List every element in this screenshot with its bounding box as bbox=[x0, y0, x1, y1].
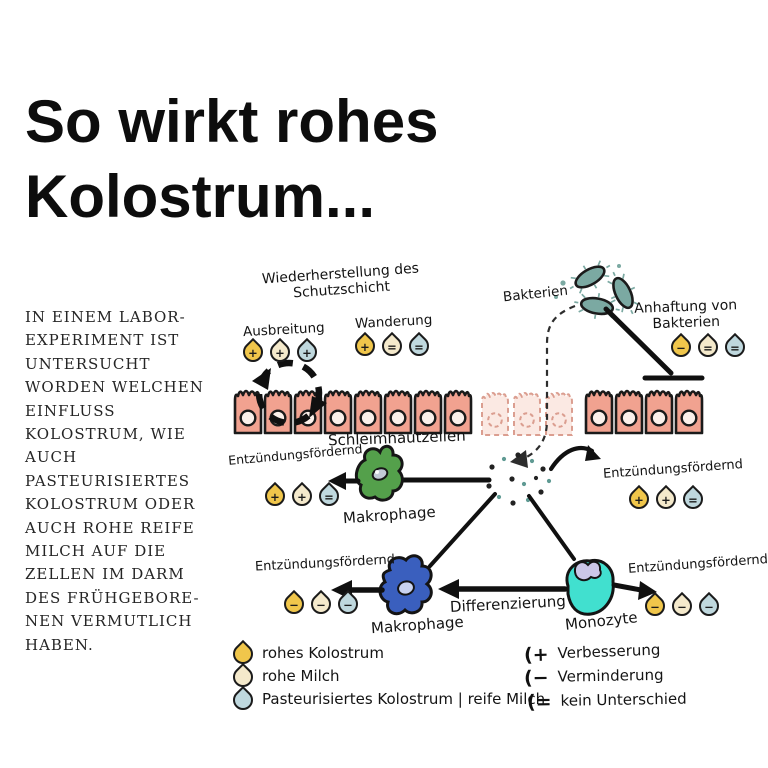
legend-label: rohe Milch bbox=[262, 667, 340, 686]
effect-drops-migration: + = = bbox=[350, 331, 434, 361]
curved-arrow-right bbox=[548, 445, 601, 472]
drop-pasteurized: = bbox=[678, 484, 708, 514]
drop-raw-milk: + bbox=[287, 481, 317, 511]
drop-pasteurized: + bbox=[292, 337, 322, 367]
label-adhesion: Anhaftung von Bakterien bbox=[634, 297, 738, 333]
drop-raw-colostrum: + bbox=[260, 481, 290, 511]
drop-raw-colostrum: + bbox=[624, 484, 654, 514]
drop-pasteurized: = bbox=[314, 481, 344, 511]
drop-pasteurized: = bbox=[720, 332, 750, 362]
bacteria-dot-cluster bbox=[486, 452, 552, 506]
legend-no-difference: (= kein Unterschied bbox=[526, 689, 687, 714]
drop-pasteurized: − bbox=[694, 591, 724, 621]
macrophage-top-icon bbox=[328, 444, 404, 502]
monocyte-icon bbox=[565, 558, 657, 616]
effect-drops-inflammation-bottom-left: − − − bbox=[279, 589, 363, 619]
drop-raw-milk: = bbox=[377, 331, 407, 361]
drop-raw-milk: + bbox=[651, 484, 681, 514]
legend-drop-blue bbox=[228, 685, 258, 715]
legend-raw-milk: rohe Milch bbox=[228, 662, 340, 692]
effect-drops-adhesion: − = = bbox=[666, 332, 750, 362]
drop-raw-colostrum: + bbox=[350, 331, 380, 361]
drop-raw-colostrum: − bbox=[279, 589, 309, 619]
bacteria-icons bbox=[554, 252, 646, 325]
intro-paragraph: IN EINEM LABOR- EXPERIMENT IST UNTERSUCH… bbox=[25, 308, 204, 654]
legend-label: rohes Kolostrum bbox=[262, 644, 384, 663]
bacteria-translocation-path bbox=[510, 304, 576, 468]
drop-raw-milk: + bbox=[265, 337, 295, 367]
legend-pasteurized: Pasteurisiertes Kolostrum | reife Milch bbox=[228, 685, 546, 715]
drop-pasteurized: = bbox=[404, 331, 434, 361]
plus-symbol: (+ bbox=[523, 643, 550, 667]
minus-symbol: (− bbox=[523, 666, 549, 690]
connection-lines bbox=[395, 477, 576, 568]
legend-label: kein Unterschied bbox=[560, 689, 687, 711]
drop-raw-colostrum: − bbox=[666, 332, 696, 362]
mucosa-cell-row bbox=[233, 389, 704, 436]
page-title-line2: Kolostrum... bbox=[25, 163, 376, 230]
legend-label: Verbesserung bbox=[557, 641, 661, 663]
differentiation-arrow bbox=[438, 579, 568, 599]
drop-raw-milk: − bbox=[667, 591, 697, 621]
drop-raw-milk: − bbox=[306, 589, 336, 619]
equals-symbol: (= bbox=[526, 690, 552, 714]
inhibition-line bbox=[603, 306, 705, 381]
effect-drops-spreading: + + + bbox=[238, 337, 322, 367]
legend-raw-colostrum: rohes Kolostrum bbox=[228, 639, 384, 669]
page-title-line1: So wirkt rohes bbox=[25, 88, 439, 155]
effect-drops-inflammation-bottom-right: − − − bbox=[640, 591, 724, 621]
drop-raw-colostrum: − bbox=[640, 591, 670, 621]
legend-label: Verminderung bbox=[557, 666, 664, 687]
page-title: So wirkt rohes Kolostrum... bbox=[25, 84, 438, 234]
drop-raw-colostrum: + bbox=[238, 337, 268, 367]
legend-label: Pasteurisiertes Kolostrum | reife Milch bbox=[262, 690, 546, 709]
drop-raw-milk: = bbox=[693, 332, 723, 362]
macrophage-bottom-icon bbox=[331, 554, 433, 616]
regeneration-cycle-icon bbox=[252, 359, 327, 427]
effect-drops-inflammation-mid-left: + + = bbox=[260, 481, 344, 511]
effect-drops-inflammation-mid-right: + + = bbox=[624, 484, 708, 514]
legend-reduction: (− Verminderung bbox=[524, 665, 664, 689]
drop-pasteurized: − bbox=[333, 589, 363, 619]
